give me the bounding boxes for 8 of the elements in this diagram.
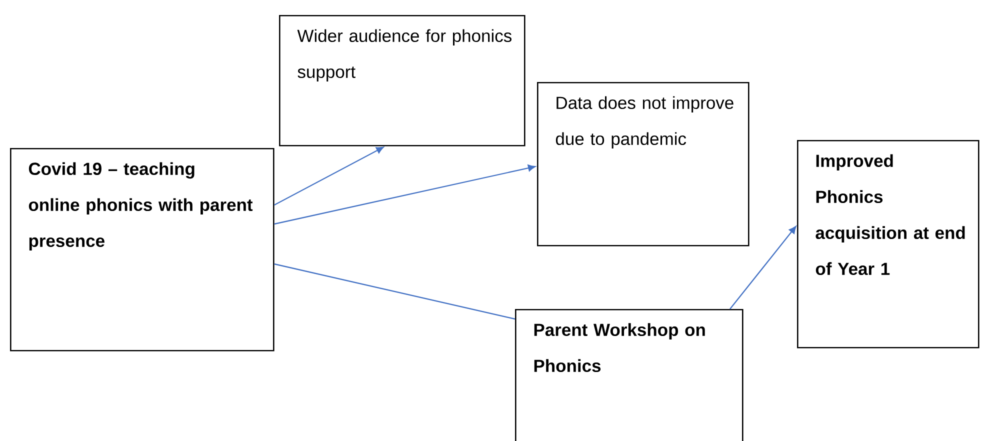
text-box: Parent Workshop on Phonics	[515, 309, 744, 441]
text-box: Covid 19 – teaching online phonics with parent presence	[10, 148, 274, 352]
text-box: Data does not improve due to pandemic	[537, 82, 750, 246]
arrow	[730, 226, 796, 310]
text-box: Improved Phonics acquisition at end of Year 1	[797, 140, 980, 348]
text-box: Wider audience for phonics support	[279, 15, 526, 146]
arrow	[274, 164, 536, 225]
arrow	[274, 146, 384, 206]
